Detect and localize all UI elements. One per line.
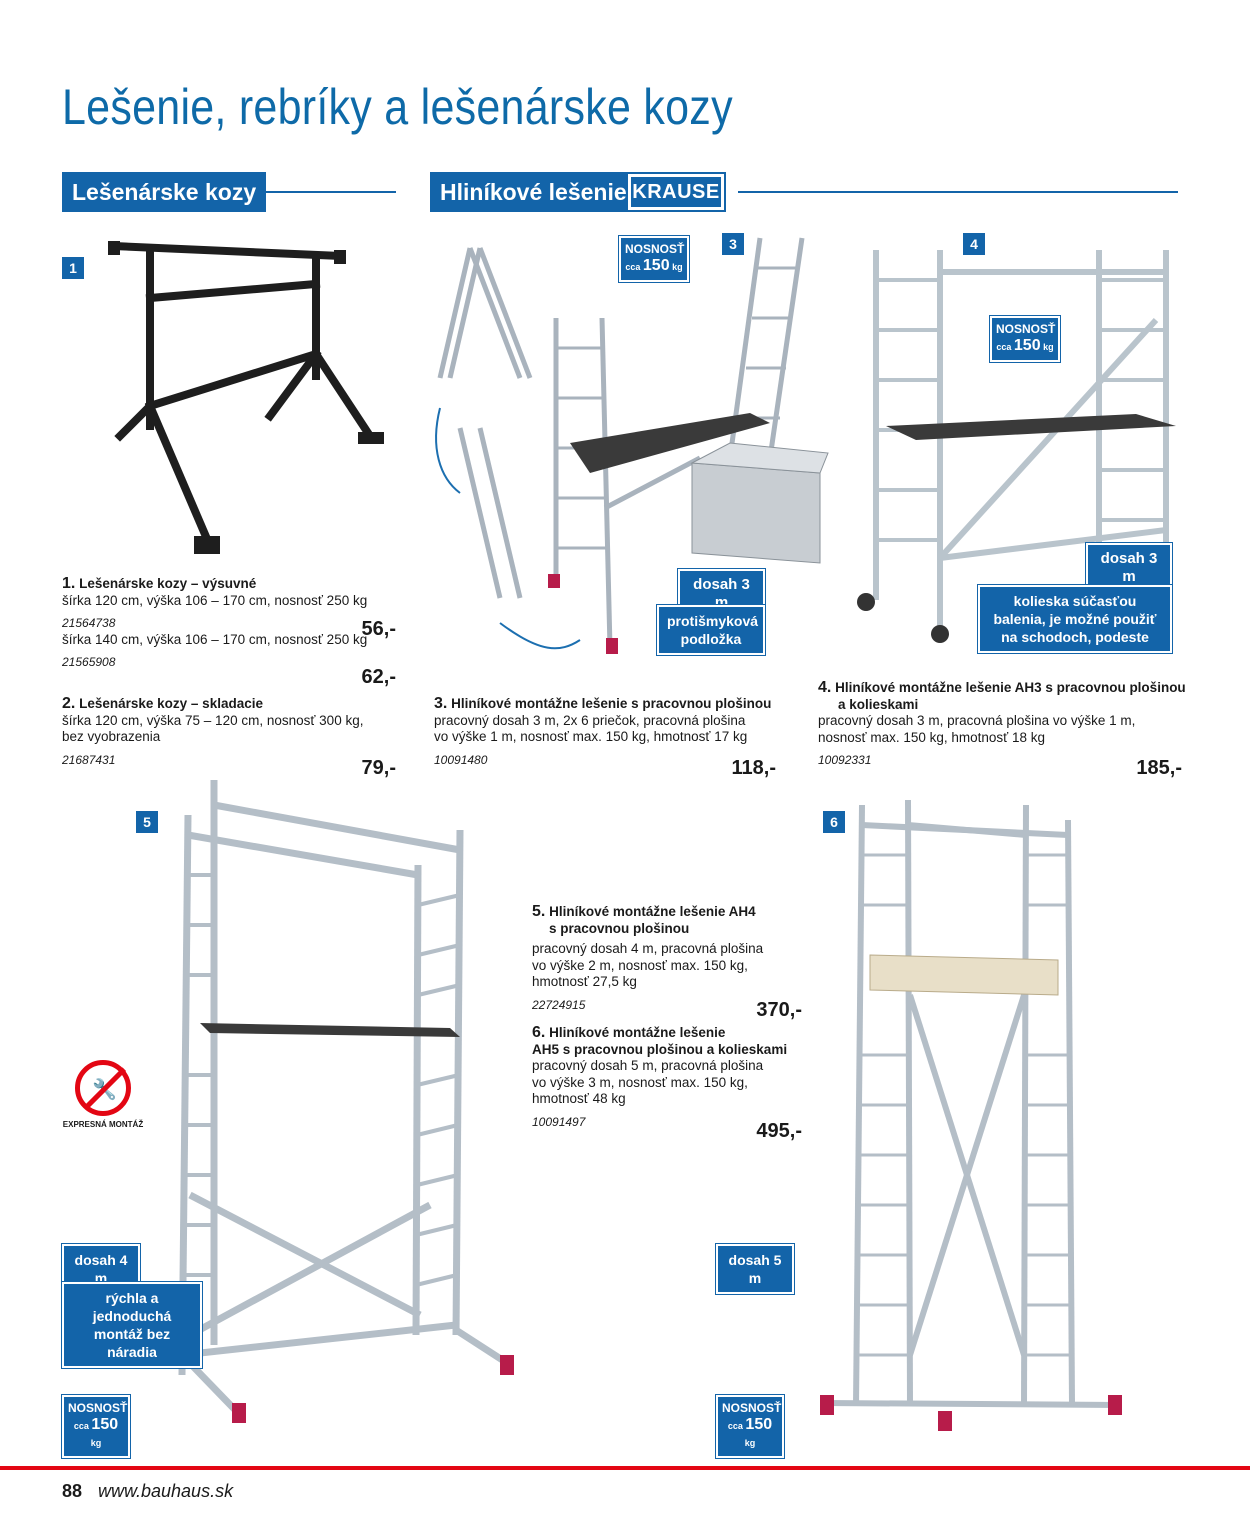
price-p5: 370,- (756, 999, 802, 1021)
no-tools-icon: 🔧 (75, 1060, 131, 1116)
reach-tag: dosah 3 m (1085, 542, 1173, 594)
section-header-scaffold: Hliníkové lešenie (430, 172, 637, 212)
product-badge-4: 4 (963, 233, 985, 255)
krause-logo: KRAUSE (626, 172, 726, 212)
product-5: 5. Hliníkové montážne lešenie AH4 s prac… (532, 903, 764, 1012)
assembly-tag: rýchla a jednoduchá montáž bez náradia (61, 1281, 203, 1369)
section-divider (256, 191, 396, 193)
page-number: 88 (62, 1481, 83, 1501)
product-image-trestle (100, 236, 400, 566)
product-image-scaffold-6 (818, 795, 1128, 1445)
product-3: 3. Hliníkové montážne lešenie s pracovno… (434, 695, 772, 767)
product-4: 4. Hliníkové montážne lešenie AH3 s prac… (818, 679, 1186, 767)
express-assembly-sign: 🔧 EXPRESNÁ MONTÁŽ (62, 1060, 144, 1129)
product-6: 6. Hliníkové montážne lešenie AH5 s prac… (532, 1024, 788, 1129)
product-badge-5: 5 (136, 811, 158, 833)
product-badge-3: 3 (722, 233, 744, 255)
load-capacity-badge: NOSNOSŤ cca 150 kg (618, 235, 690, 283)
load-capacity-badge: NOSNOSŤ cca 150 kg (715, 1394, 785, 1459)
footer-divider (0, 1466, 1250, 1470)
price-p1-v1: 56,- (361, 618, 396, 640)
price-p1-v2: 62,- (361, 666, 396, 688)
reach-tag: dosah 5 m (715, 1243, 795, 1295)
price-p3: 118,- (731, 757, 776, 779)
product-badge-6: 6 (823, 811, 845, 833)
product-image-scaffold-5 (160, 775, 520, 1445)
antislip-tag: protišmyková podložka (656, 604, 766, 656)
price-p2: 79,- (361, 757, 396, 779)
load-capacity-badge: NOSNOSŤ cca 150 kg (989, 315, 1061, 363)
section-header-trestles: Lešenárske kozy (62, 172, 267, 212)
section-divider (738, 191, 1178, 193)
price-p4: 185,- (1136, 757, 1182, 779)
website-link[interactable]: www.bauhaus.sk (98, 1481, 234, 1501)
product-image-scaffold-3 (430, 228, 840, 668)
product-1: 1. Lešenárske kozy – výsuvné šírka 120 c… (62, 575, 368, 669)
product-badge-1: 1 (62, 257, 84, 279)
product-image-scaffold-4 (856, 240, 1181, 650)
load-capacity-badge: NOSNOSŤ cca 150 kg (61, 1394, 131, 1459)
wheels-tag: kolieska súčasťou balenia, je možné použ… (977, 584, 1173, 654)
price-p6: 495,- (756, 1120, 802, 1142)
product-2: 2. Lešenárske kozy – skladacie šírka 120… (62, 695, 364, 767)
page-title: Lešenie, rebríky a lešenárske kozy (62, 79, 733, 135)
